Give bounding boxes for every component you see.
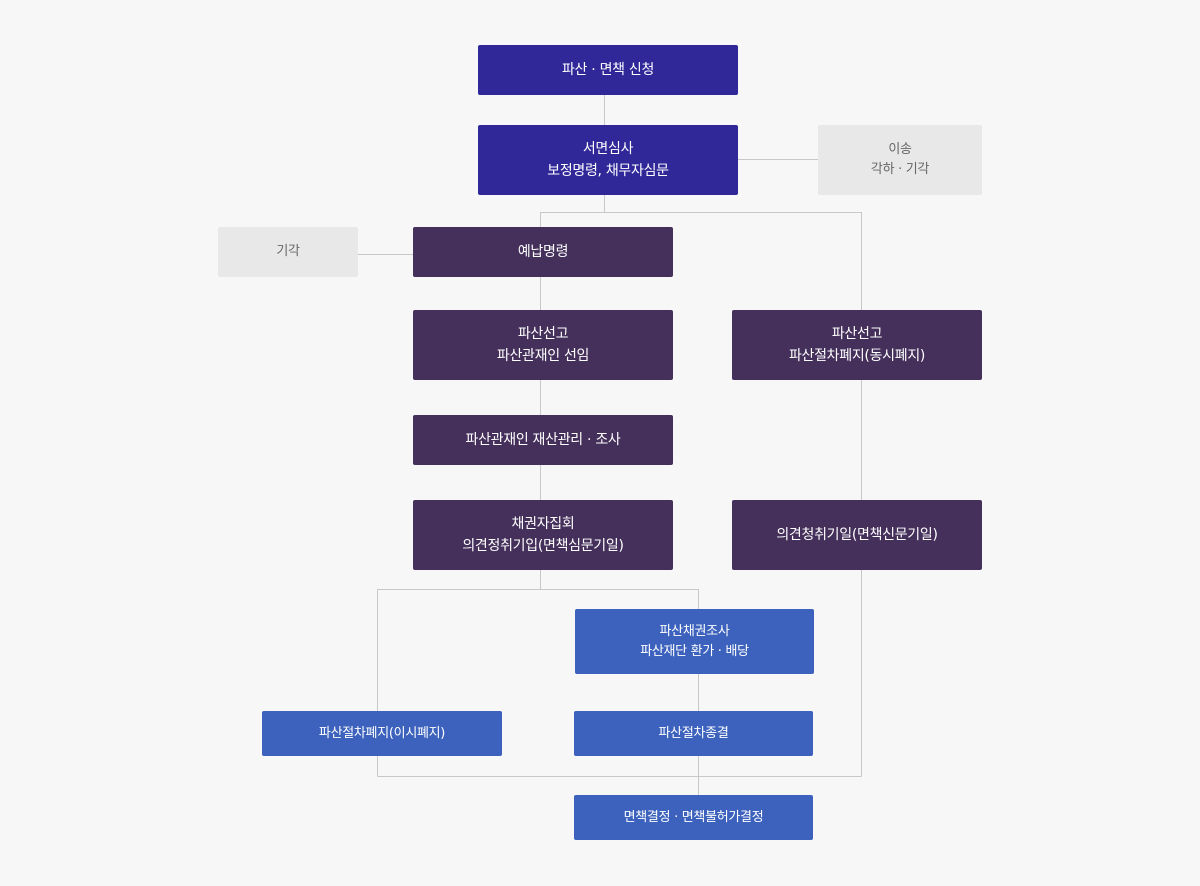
transfer-reject-label: 이송 각하 · 기각	[870, 142, 930, 177]
discharge-decision-label: 면책결정 · 면책불허가결정	[623, 809, 764, 825]
declaration-trustee-box: 파산선고 파산관재인 선임	[413, 310, 673, 380]
application-box: 파산 · 면책 신청	[478, 45, 738, 95]
trustee-management-label: 파산관재인 재산관리 · 조사	[465, 432, 621, 448]
creditors-meeting-box: 채권자집회 의견정취기입(면책심문기일)	[413, 500, 673, 570]
trustee-management-box: 파산관재인 재산관리 · 조사	[413, 415, 673, 465]
creditors-meeting-label: 채권자집회 의견정취기입(면책심문기일)	[462, 516, 624, 554]
abolition-after-label: 파산절차폐지(이시폐지)	[318, 725, 446, 741]
transfer-reject-box: 이송 각하 · 기각	[818, 125, 982, 195]
declaration-simultaneous-box: 파산선고 파산절차폐지(동시폐지)	[732, 310, 982, 380]
claim-investigation-box: 파산채권조사 파산재단 환가 · 배당	[575, 609, 814, 674]
declaration-simultaneous-label: 파산선고 파산절차폐지(동시폐지)	[788, 326, 926, 364]
declaration-trustee-label: 파산선고 파산관재인 선임	[496, 326, 590, 364]
deposit-order-box: 예납명령	[413, 227, 673, 277]
dismissal-label: 기각	[276, 244, 300, 259]
opinion-hearing-box: 의견청취기일(면책신문기일)	[732, 500, 982, 570]
abolition-after-box: 파산절차폐지(이시폐지)	[262, 711, 502, 756]
conclusion-box: 파산절차종결	[574, 711, 813, 756]
dismissal-box: 기각	[218, 227, 358, 277]
application-label: 파산 · 면책 신청	[561, 62, 655, 78]
document-review-box: 서면심사 보정명령, 채무자심문	[478, 125, 738, 195]
discharge-decision-box: 면책결정 · 면책불허가결정	[574, 795, 813, 840]
conclusion-label: 파산절차종결	[658, 725, 729, 741]
claim-investigation-label: 파산채권조사 파산재단 환가 · 배당	[640, 623, 749, 659]
opinion-hearing-label: 의견청취기일(면책신문기일)	[776, 527, 938, 543]
document-review-label: 서면심사 보정명령, 채무자심문	[547, 141, 669, 179]
deposit-order-label: 예납명령	[517, 244, 569, 260]
